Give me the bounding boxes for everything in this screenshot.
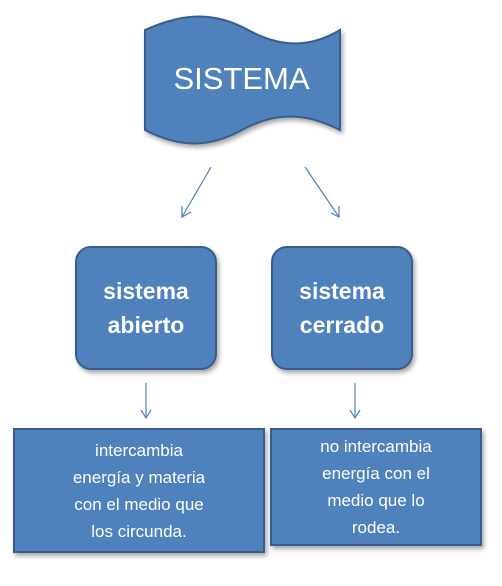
arrow-head-cerrado — [330, 206, 340, 218]
arrow-head-cerrado-desc — [349, 409, 361, 420]
arrow-head-abierto-desc — [140, 409, 152, 420]
title-banner — [144, 15, 341, 145]
arrow-head-abierto — [181, 206, 192, 219]
node-sistema-cerrado — [271, 246, 413, 370]
arrow-title-to-abierto — [181, 166, 212, 218]
desc-box-cerrado — [270, 428, 482, 546]
node-sistema-abierto — [75, 246, 217, 370]
desc-box-abierto — [13, 428, 265, 553]
arrow-title-to-cerrado — [304, 166, 340, 218]
